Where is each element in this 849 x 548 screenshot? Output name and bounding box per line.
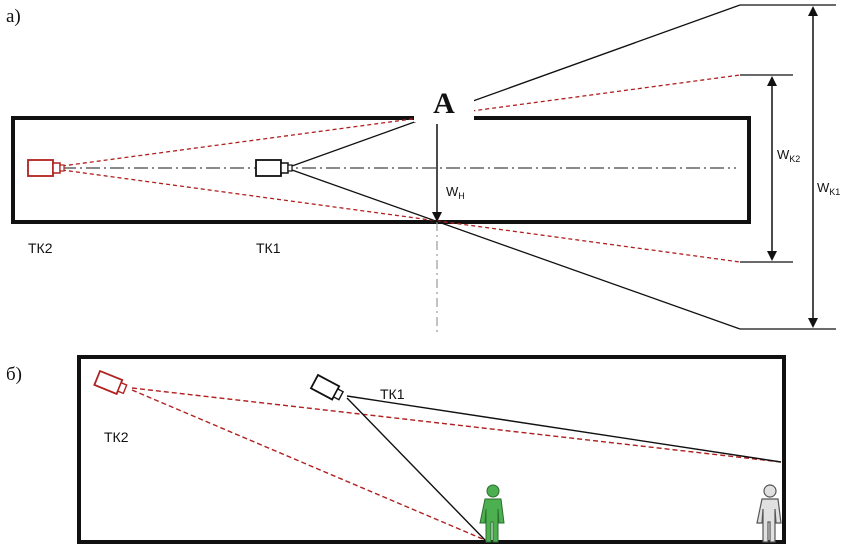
point-a-box xyxy=(414,82,474,122)
corridor-top-view xyxy=(11,116,751,224)
panel-b-label: б) xyxy=(6,364,22,385)
tk2-side-view-lower xyxy=(131,389,486,541)
tk2-view-lower xyxy=(61,169,741,263)
wh-label: WH xyxy=(446,184,465,201)
tk1-side-view-upper xyxy=(346,395,782,463)
wk2-arrow-up xyxy=(767,76,777,86)
person-far-icon xyxy=(756,484,782,543)
tk1-view-lower xyxy=(291,169,741,330)
panel-b: б) ТК1 ТК2 xyxy=(6,355,786,544)
tk2-view-upper xyxy=(61,74,741,167)
panel-a-label: а) xyxy=(6,6,21,27)
wk2-arrow-down xyxy=(767,251,777,261)
tk2-side-view-upper xyxy=(131,387,782,463)
tk2-side-camera-icon xyxy=(93,369,128,396)
panel-a: а) A WH ТК2 ТК1 xyxy=(6,4,840,335)
tk1-side-label: ТК1 xyxy=(380,386,405,402)
tk1-label: ТК1 xyxy=(256,240,281,256)
tk1-side-view-lower xyxy=(346,397,486,541)
tk1-camera-icon xyxy=(255,159,293,177)
tk1-view-upper xyxy=(291,4,741,167)
wk1-label: WK1 xyxy=(817,180,840,197)
wk1-arrow-down xyxy=(808,318,818,328)
tk2-camera-icon xyxy=(27,159,65,177)
wk2-label: WK2 xyxy=(777,147,800,164)
wk1-arrow-up xyxy=(808,6,818,16)
corridor-side-view xyxy=(77,355,786,544)
person-near-icon xyxy=(479,484,505,543)
point-a-label: A xyxy=(433,87,455,120)
tk1-side-camera-icon xyxy=(309,373,345,401)
wh-arrow-head xyxy=(432,212,442,222)
tk2-label: ТК2 xyxy=(28,240,53,256)
tk2-side-label: ТК2 xyxy=(104,429,129,445)
